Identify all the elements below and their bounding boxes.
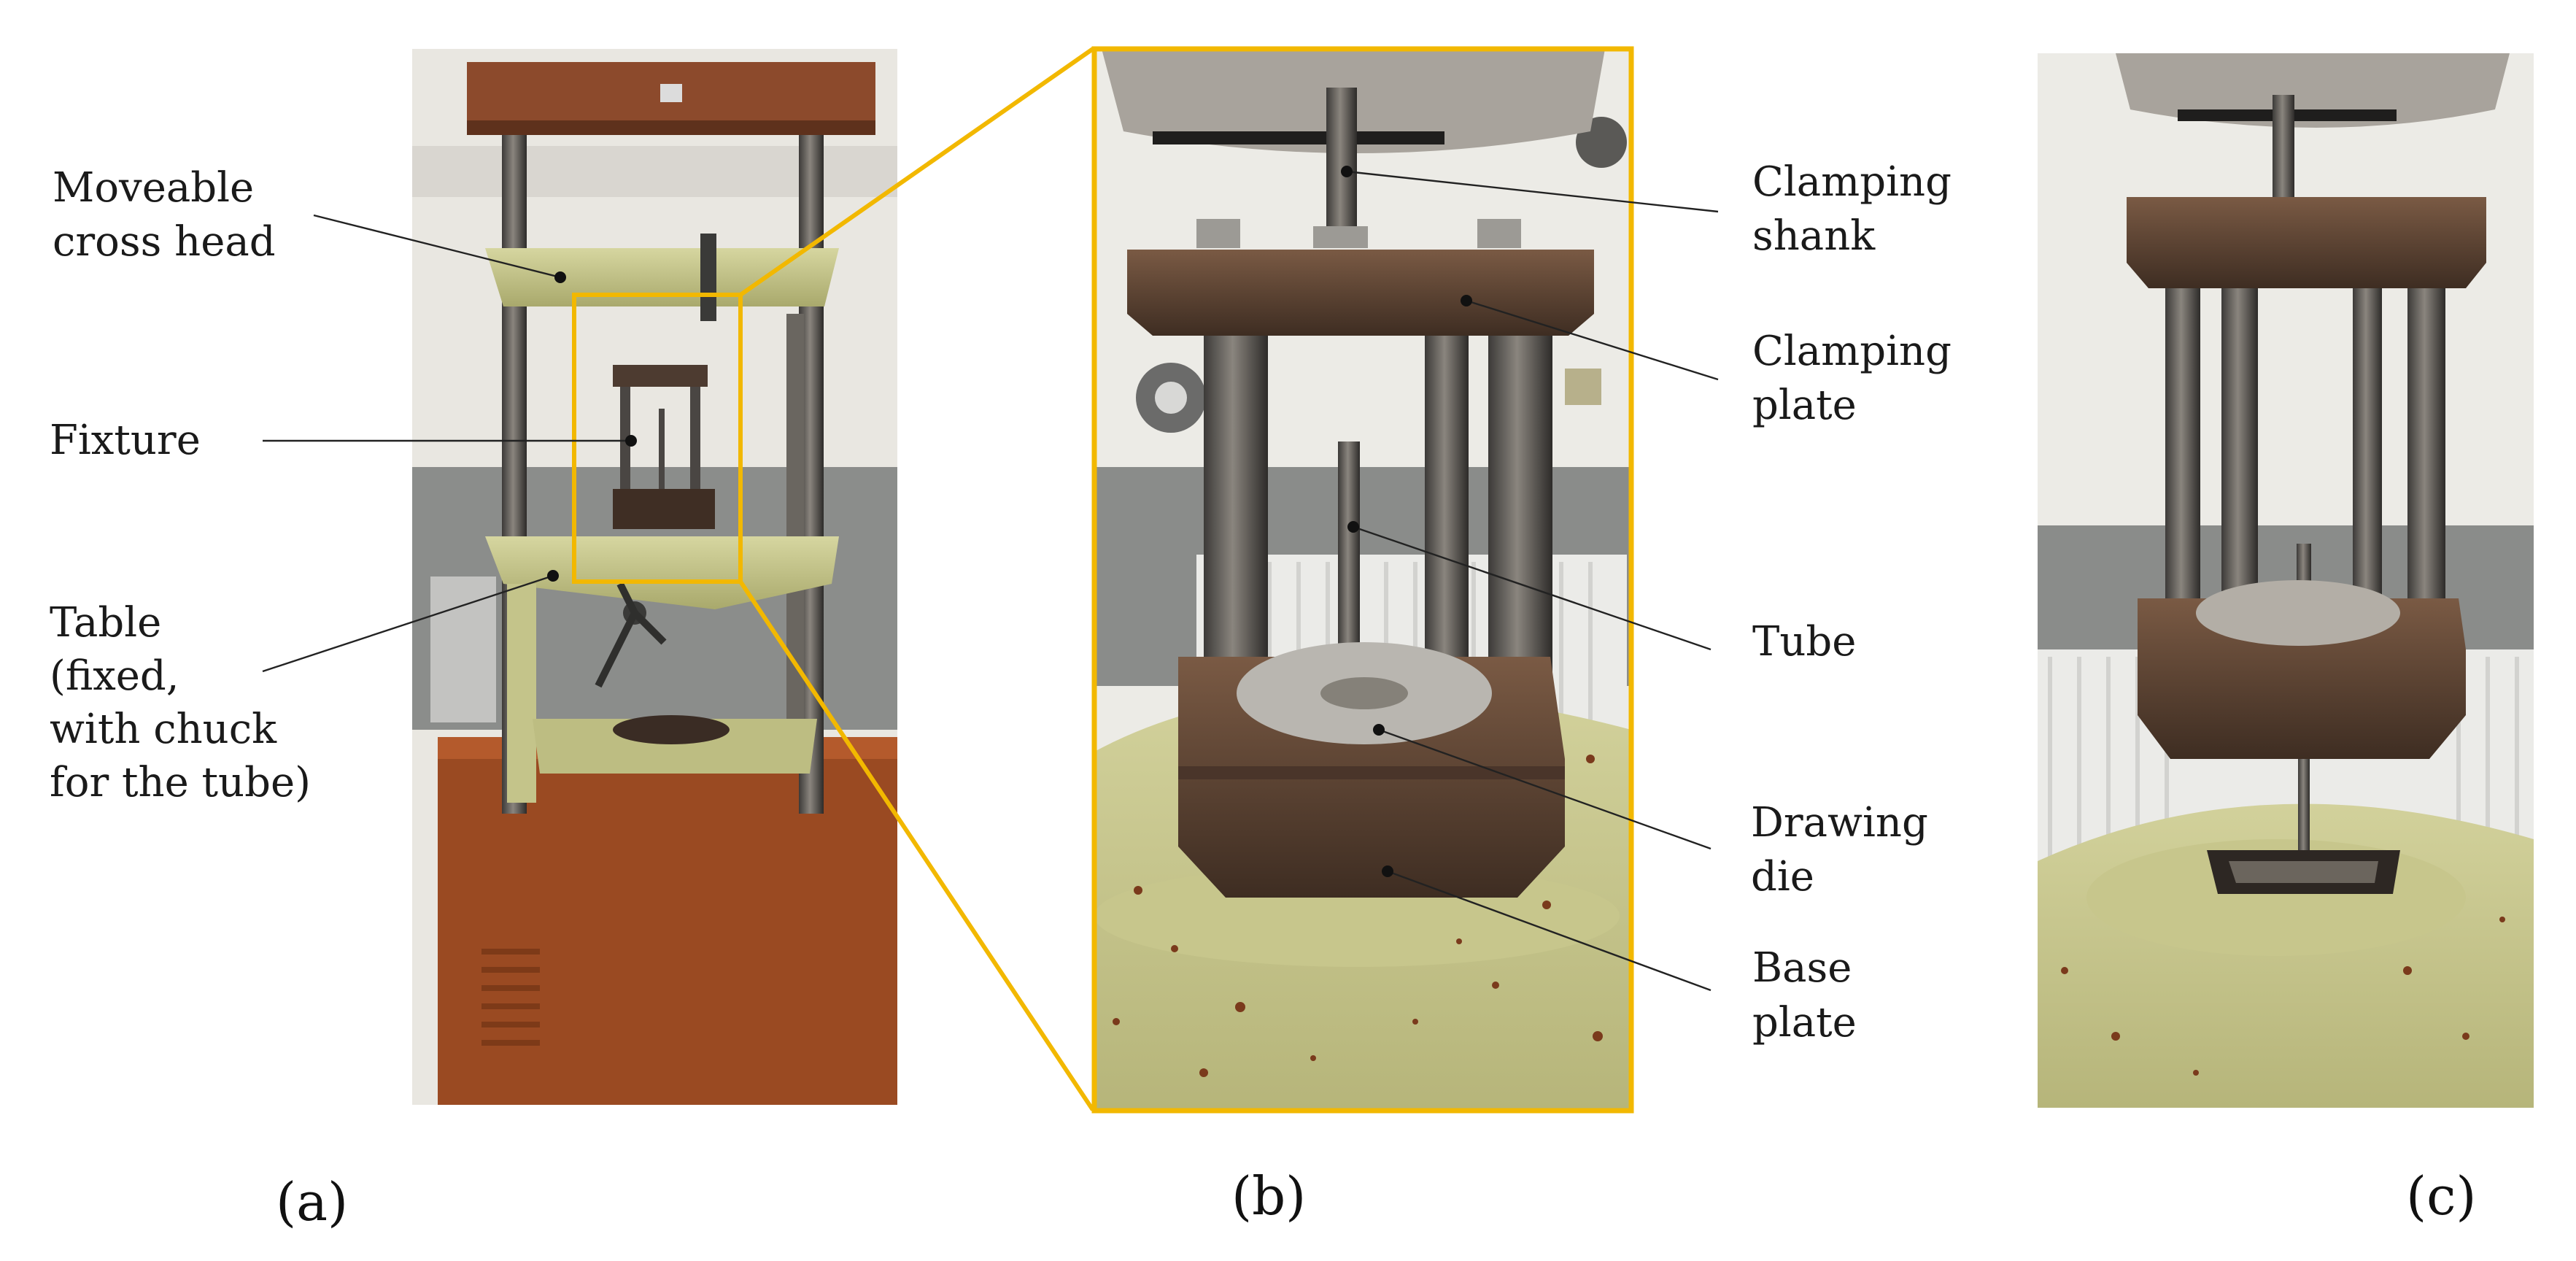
label-base-plate: Base plate (1752, 944, 1865, 1046)
label-drawing-die: Drawing die (1751, 799, 1941, 901)
label-tube: Tube (1752, 618, 1856, 666)
label-clamping-shank: Clamping shank (1752, 158, 1965, 260)
photo-b-fixture-detail (1094, 49, 1631, 1111)
label-moveable-cross-head: Moveable cross head (53, 164, 276, 266)
leaders-b (1341, 166, 1719, 992)
zoom-indicator (572, 47, 1095, 1111)
label-fixture: Fixture (50, 417, 201, 464)
photo-b-frame (1091, 46, 1634, 1114)
leaders-a (262, 214, 637, 673)
label-table: Table (fixed, with chuck for the tube) (50, 599, 311, 806)
panel-label-a: (a) (276, 1171, 348, 1233)
label-clamping-plate: Clamping plate (1752, 328, 1965, 429)
panel-label-c: (c) (2406, 1165, 2477, 1227)
photo-c-drawn-state (2038, 53, 2534, 1108)
photo-a-testing-machine (412, 49, 897, 1105)
panel-label-b: (b) (1231, 1165, 1306, 1227)
